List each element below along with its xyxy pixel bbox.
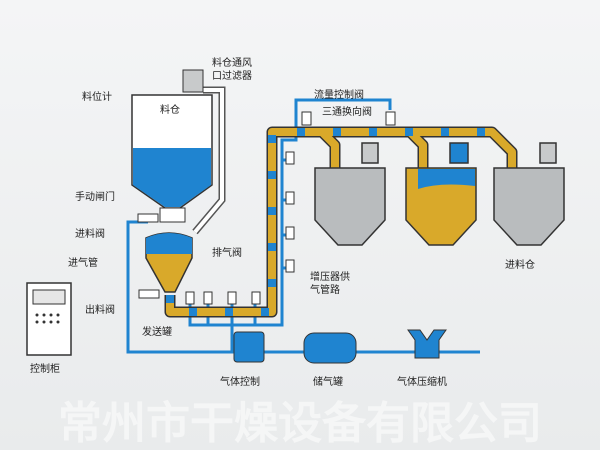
label-silo: 料仓 <box>160 103 180 116</box>
label-outlet-valve: 出料阀 <box>85 303 115 316</box>
gas-control-unit <box>233 331 265 363</box>
label-booster-line-2: 气管路 <box>310 283 340 296</box>
label-inlet-valve: 进料阀 <box>75 227 105 240</box>
label-gas-control: 气体控制 <box>220 375 260 388</box>
watermark: 常州市干燥设备有限公司 <box>58 398 542 449</box>
control-cabinet <box>26 282 72 356</box>
label-level-gauge: 料位计 <box>82 90 112 103</box>
label-air-inlet-pipe: 进气管 <box>68 256 98 269</box>
label-receiving-silo: 进料仓 <box>505 258 535 271</box>
label-air-tank: 储气罐 <box>313 375 343 388</box>
label-vent-filter-2: 口过滤器 <box>212 69 252 82</box>
label-booster-line: 增压器供 <box>310 270 350 283</box>
labels: 料仓通风 口过滤器 料位计 料仓 手动闸门 进料阀 排气阀 进气管 出料阀 发送… <box>30 56 535 388</box>
label-vent-filter: 料仓通风 <box>212 56 252 69</box>
label-exhaust-valve: 排气阀 <box>212 246 242 259</box>
compressor <box>407 329 447 359</box>
booster-valves <box>185 111 396 305</box>
label-three-way-valve: 三通换向阀 <box>322 105 372 118</box>
air-tank <box>303 332 357 364</box>
label-compressor: 气体压缩机 <box>397 375 447 388</box>
main-silo <box>131 69 213 223</box>
label-flow-control-valve: 流量控制阀 <box>314 88 364 101</box>
label-send-tank: 发送罐 <box>142 325 172 338</box>
receiving-silos <box>314 142 565 246</box>
send-tank <box>137 213 193 299</box>
conveying-pipe <box>164 126 518 318</box>
label-control-cabinet: 控制柜 <box>30 362 60 375</box>
label-manual-gate: 手动闸门 <box>75 190 115 203</box>
